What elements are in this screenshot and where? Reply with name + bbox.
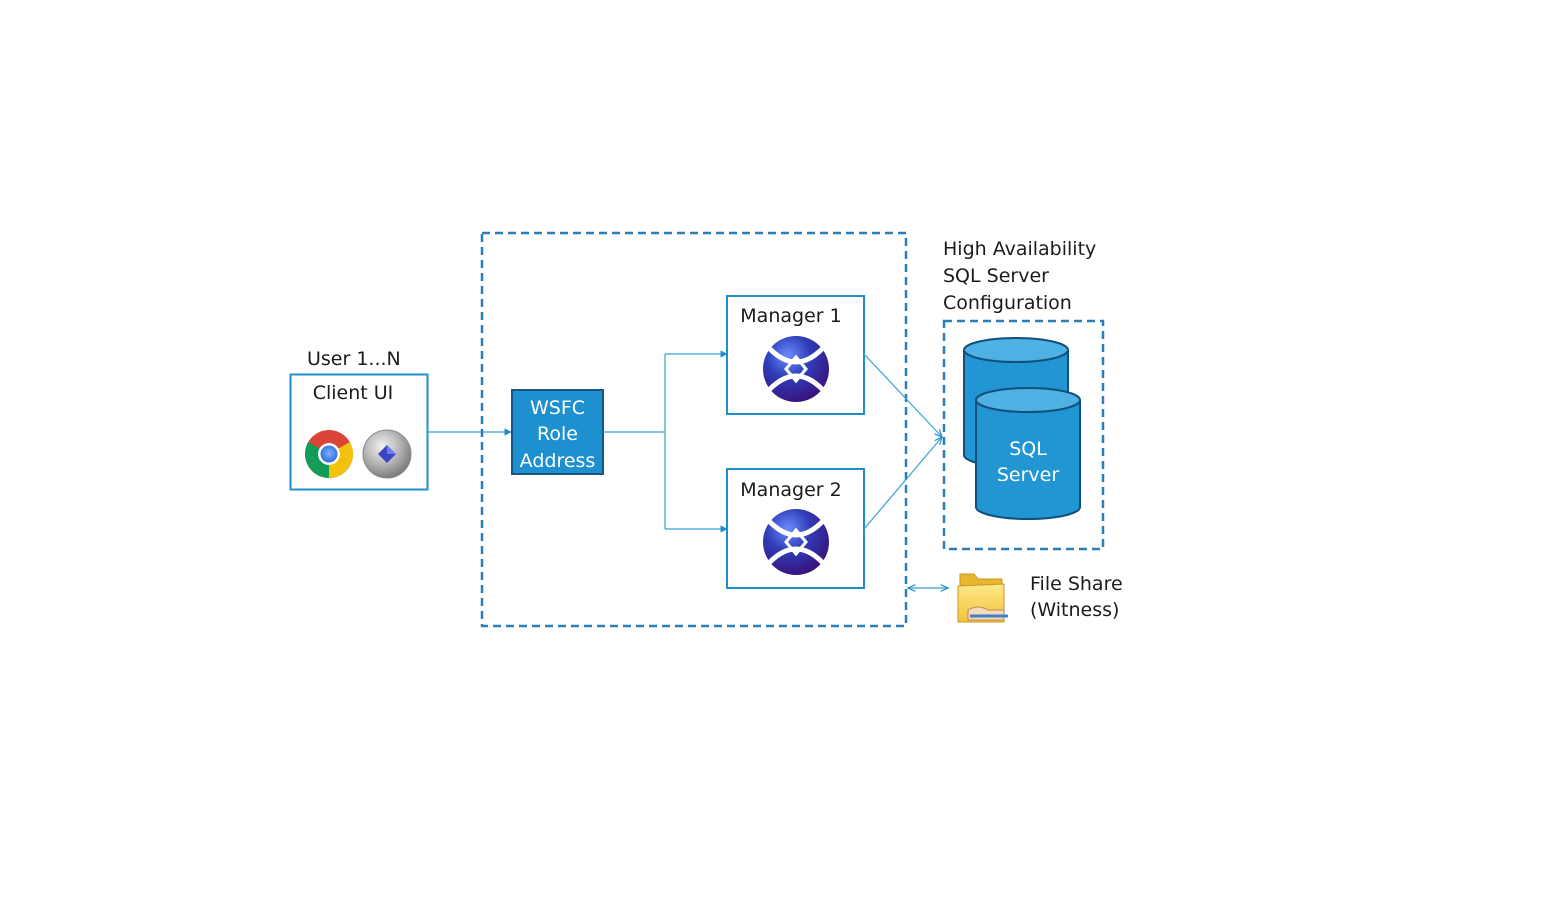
sql-title-line-3: Configuration [943,292,1072,314]
manager-2-box: Manager 2 [726,468,865,589]
wsfc-role-address-box: WSFC Role Address [511,389,604,475]
connector-wsfc-managers [603,350,728,533]
sql-boundary [942,319,1105,551]
sql-db-line-1: SQL [1009,438,1047,460]
manager-2-label: Manager 2 [740,479,841,501]
manager-logo-icon [763,336,829,402]
wsfc-line-3: Address [520,450,596,472]
file-share-line-2: (Witness) [1030,599,1119,621]
client-ui-label: Client UI [313,382,394,404]
database-icon [963,337,1081,520]
users-label: User 1...N [307,348,401,370]
wsfc-line-1: WSFC [530,397,585,419]
connector-managers-sql [863,353,942,530]
manager-1-box: Manager 1 [726,295,865,415]
sql-title-line-1: High Availability [943,238,1096,260]
client-group: User 1...N Client UI [289,348,429,491]
wsfc-line-2: Role [537,423,578,445]
file-share-group: File Share (Witness) [957,573,1123,623]
cluster-boundary [480,231,908,628]
sql-ha-group: High Availability SQL Server Configurati… [942,238,1105,551]
file-share-line-1: File Share [1030,573,1123,595]
manager-logo-icon [763,509,829,575]
desktop-client-icon [362,429,412,479]
sql-db-line-2: Server [997,464,1059,486]
sql-title-line-2: SQL Server [943,265,1049,287]
manager-1-label: Manager 1 [740,305,841,327]
shared-folder-icon [957,573,1008,623]
chrome-browser-icon [304,430,354,479]
